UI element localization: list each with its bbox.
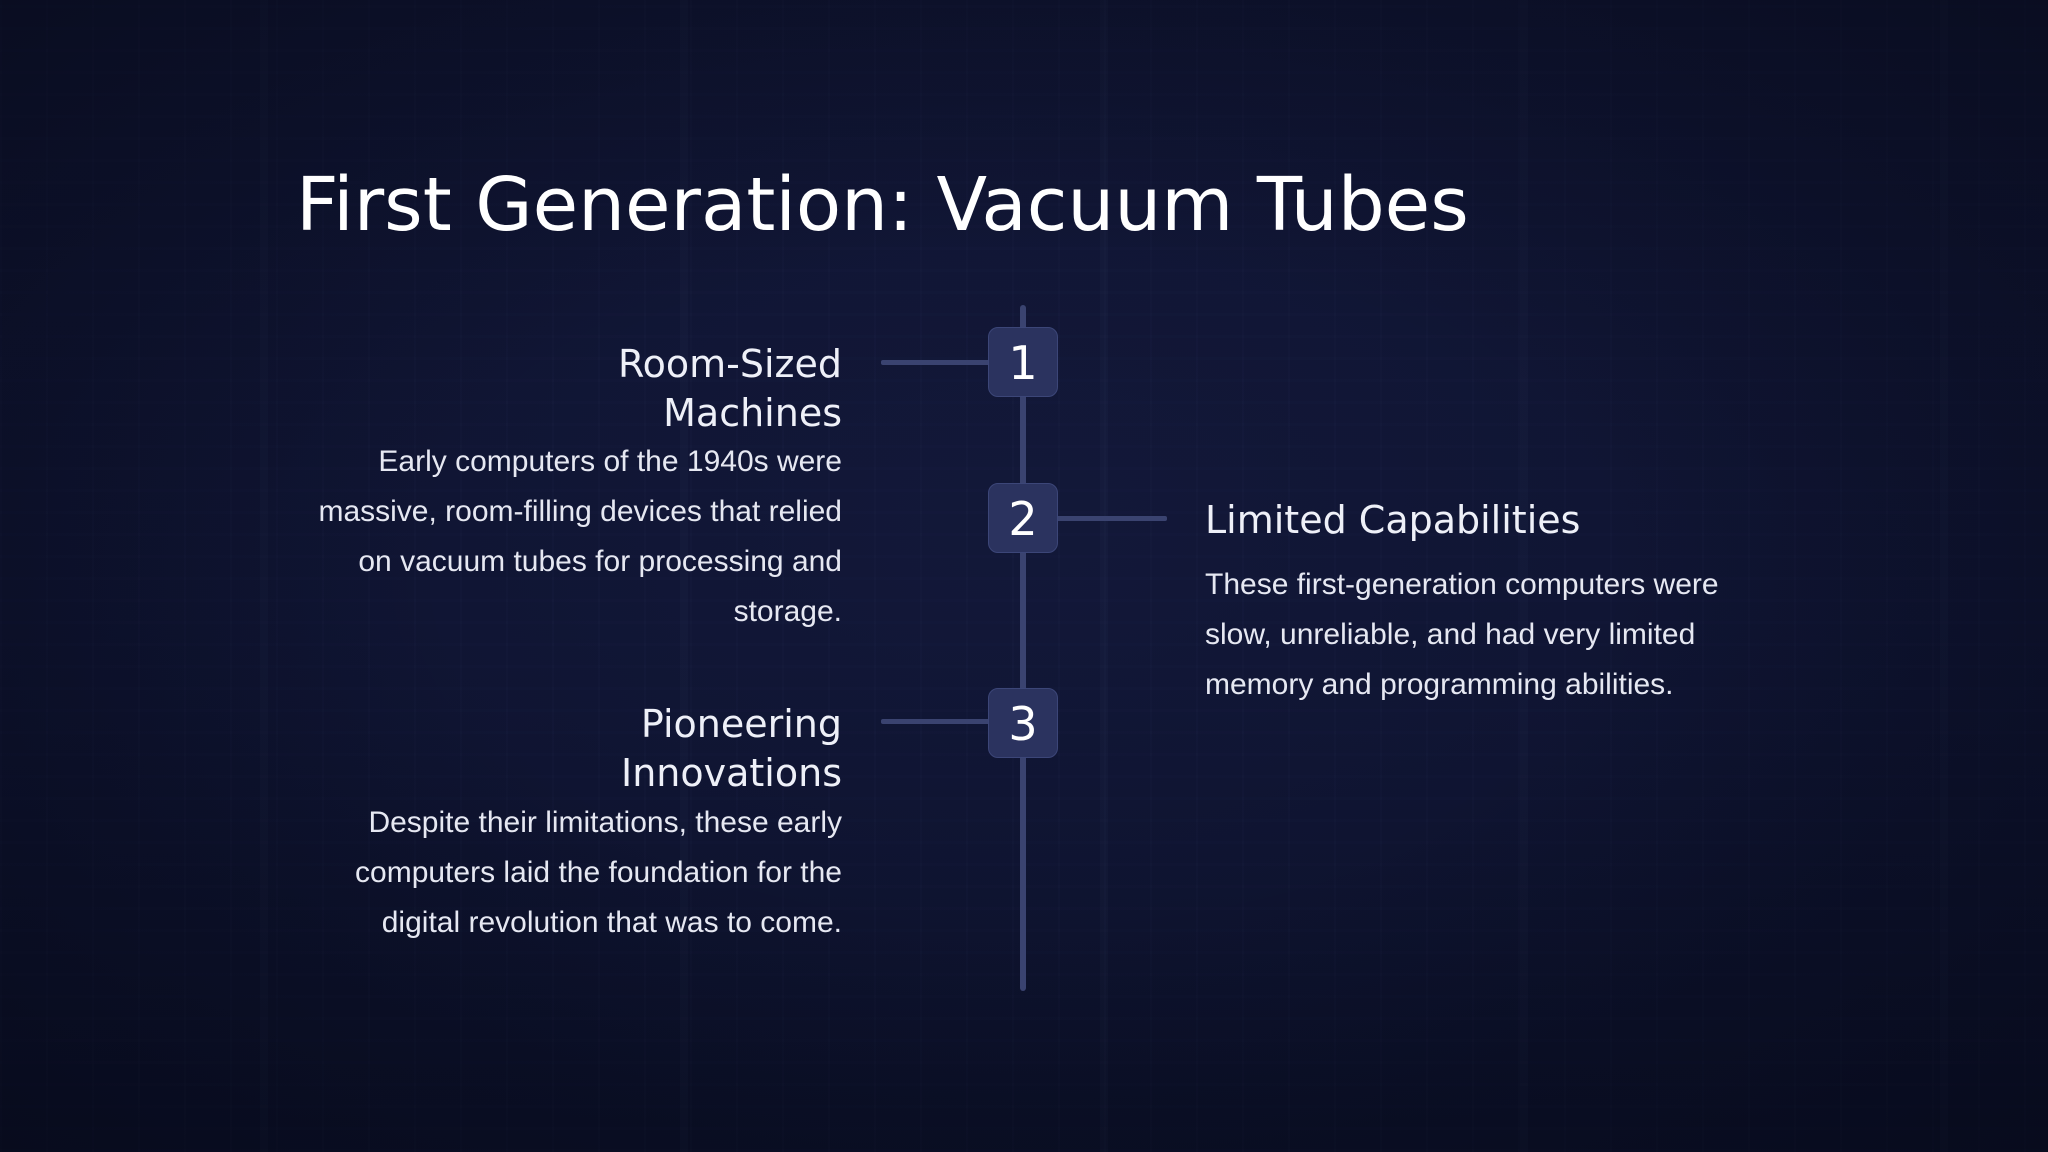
timeline-connector-1: [881, 360, 991, 365]
timeline-item-title-3-text: Pioneering Innovations: [621, 702, 842, 795]
timeline-connector-3: [881, 719, 991, 724]
timeline-connector-2: [1055, 516, 1167, 521]
timeline-badge-2: 2: [988, 483, 1058, 553]
timeline-badge-3: 3: [988, 688, 1058, 758]
slide-title: First Generation: Vacuum Tubes: [296, 162, 1469, 248]
timeline-item-title-1-text: Room-Sized Machines: [617, 342, 842, 435]
timeline-item-body-1: Early computers of the 1940s were massiv…: [318, 445, 842, 628]
timeline-item-body-3: Despite their limitations, these early c…: [355, 806, 842, 939]
timeline-badge-1: 1: [988, 327, 1058, 397]
timeline-item-title-3: Pioneering Innovations: [296, 700, 842, 798]
timeline-item-body-2: These first-generation computers were sl…: [1205, 568, 1719, 701]
timeline-axis: [1020, 305, 1026, 991]
timeline-item-title-2: Limited Capabilities: [1205, 498, 1581, 542]
timeline-item-title-1: Room-Sized Machines: [296, 340, 842, 438]
